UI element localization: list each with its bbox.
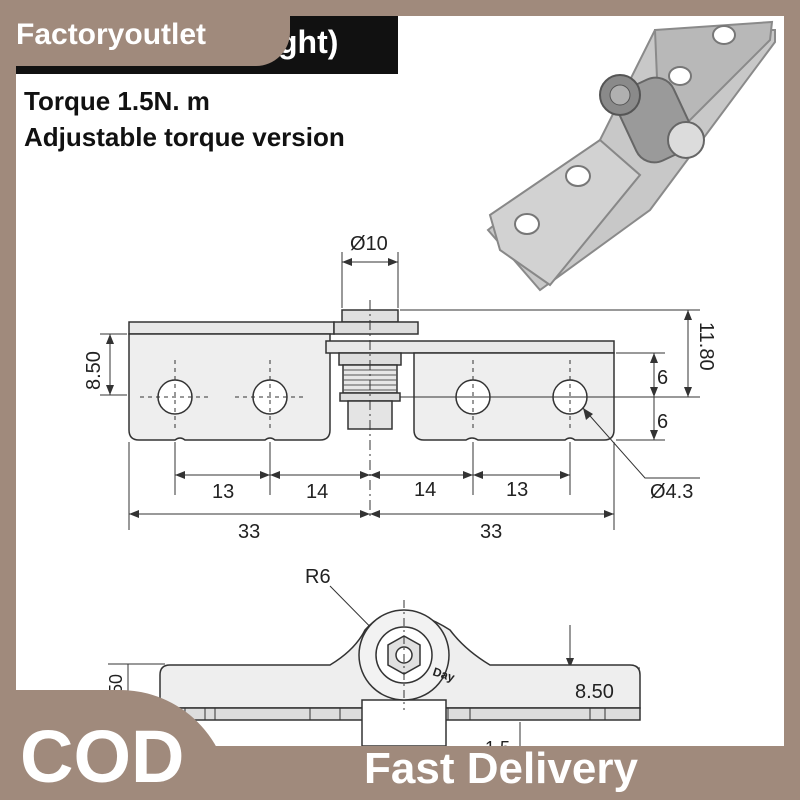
cod-label: COD — [20, 715, 185, 798]
brand-name: Factoryoutlet — [16, 18, 207, 51]
dimension-lines — [100, 252, 700, 746]
dim-pitch-right-b: 14 — [414, 479, 436, 501]
dim-pitch-right-a: 13 — [506, 479, 528, 501]
dim-hole-offset-upper: 6 — [657, 367, 668, 389]
dim-pitch-left-a: 13 — [212, 481, 234, 503]
dim-hole-offset-lower: 6 — [657, 411, 668, 433]
hinge-photo — [486, 20, 776, 292]
dim-side-thickness: 1.5 — [485, 738, 510, 746]
dim-total-height: 11.80 — [695, 322, 717, 371]
dim-plate-height: 8.50 — [83, 351, 105, 390]
knuckle-mark: Day — [431, 665, 457, 685]
torque-spec: Torque 1.5N. m — [24, 86, 210, 116]
dim-half-right: 33 — [480, 521, 502, 543]
left-knuckle-strip — [128, 321, 335, 335]
dimension-labels: Ø10 8.50 11.80 6 6 13 14 14 13 33 33 Ø4.… — [83, 233, 717, 746]
dim-side-height-left: 50 — [106, 674, 126, 694]
dim-side-height-right: 8.50 — [575, 681, 614, 703]
dim-pitch-left-b: 14 — [306, 481, 328, 503]
fast-delivery-label: Fast Delivery — [364, 744, 638, 793]
front-view — [128, 300, 630, 520]
left-plate — [128, 333, 331, 441]
dim-shaft-dia: Ø10 — [350, 233, 388, 255]
brand-badge: Factoryoutlet — [0, 0, 290, 66]
dimension-arrows — [106, 258, 692, 712]
side-view — [159, 600, 641, 746]
spec-sheet: ght) Torque 1.5N. m Adjustable torque ve… — [16, 16, 784, 746]
dim-hole-dia: Ø4.3 — [650, 481, 693, 503]
version-spec: Adjustable torque version — [24, 122, 345, 152]
right-knuckle-strip — [325, 340, 615, 354]
dim-half-left: 33 — [238, 521, 260, 543]
dim-radius: R6 — [305, 566, 331, 588]
technical-drawing: Ø10 8.50 11.80 6 6 13 14 14 13 33 33 Ø4.… — [83, 20, 776, 746]
